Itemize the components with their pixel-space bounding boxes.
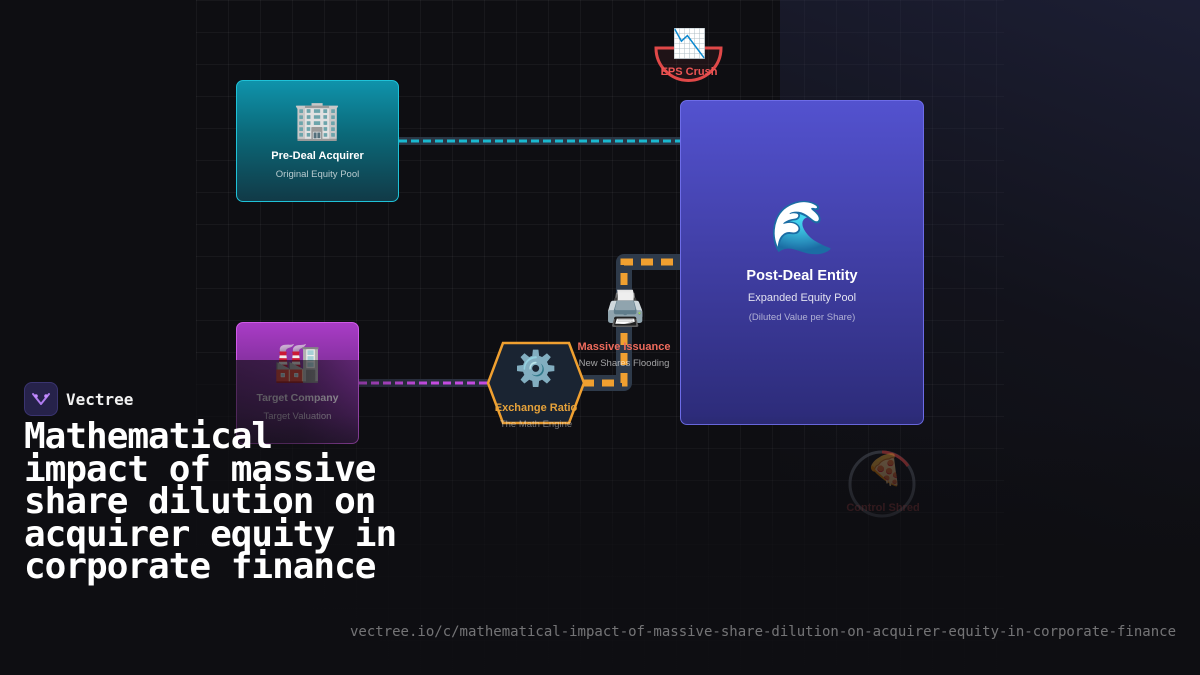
control-shred-label: Control Shred [846, 502, 920, 514]
target-title: Target Company [256, 392, 339, 404]
printer-icon: 🖨️ [604, 290, 647, 328]
pizza-slice-icon: 🍕 [866, 454, 904, 487]
brand-name: Vectree [66, 389, 134, 409]
post-deal-note: (Diluted Value per Share) [748, 312, 856, 323]
acquirer-title: Pre-Deal Acquirer [271, 150, 364, 162]
massive-issuance-subtitle: New Shares Flooding [578, 358, 670, 369]
gear-icon: ⚙️ [514, 350, 558, 388]
vectree-logo-icon [24, 382, 58, 416]
wave-icon: 🌊 [769, 199, 835, 257]
chart-decreasing-icon: 📉 [672, 28, 707, 59]
office-building-icon: 🏢 [293, 100, 342, 142]
acquirer-subtitle: Original Equity Pool [275, 169, 360, 180]
pre-deal-acquirer-node[interactable]: 🏢 Pre-Deal Acquirer Original Equity Pool [236, 80, 399, 202]
exchange-ratio-subtitle: The Math Engine [499, 419, 573, 430]
exchange-ratio-title: Exchange Ratio [494, 402, 578, 414]
connector-exchange-post [574, 254, 689, 391]
eps-crush-gauge [654, 46, 723, 82]
factory-icon: 🏭 [273, 342, 322, 384]
post-deal-title: Post-Deal Entity [746, 268, 858, 284]
eps-crush-label: EPS Crush [660, 66, 718, 78]
page-url[interactable]: vectree.io/c/mathematical-impact-of-mass… [349, 624, 1176, 640]
post-deal-subtitle: Expanded Equity Pool [747, 292, 857, 304]
massive-issuance-title: Massive Issuance [577, 341, 671, 353]
brand: Vectree [24, 382, 133, 416]
exchange-ratio-node[interactable]: ⚙️ [486, 341, 586, 425]
post-deal-entity-node[interactable]: 🌊 Post-Deal Entity Expanded Equity Pool … [680, 100, 924, 425]
page-title: Mathematical impact of massive share dil… [24, 416, 397, 587]
